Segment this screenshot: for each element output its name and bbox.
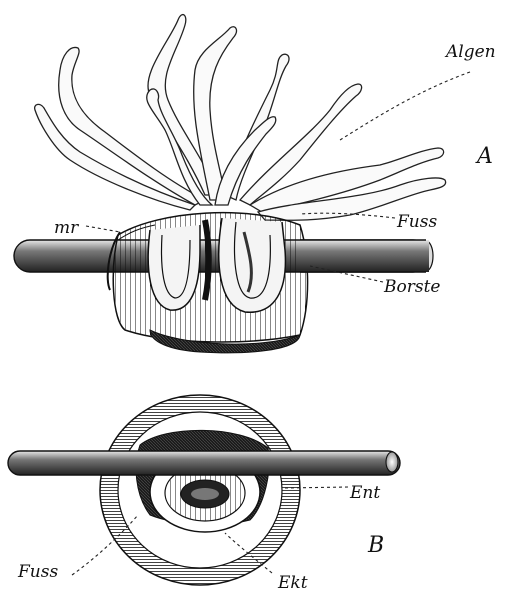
label-fuss-b: Fuss bbox=[17, 562, 58, 582]
label-algen: Algen bbox=[444, 42, 496, 62]
leader-algen bbox=[340, 72, 470, 140]
bristle-rod-b bbox=[8, 451, 400, 475]
bristle-rod-front bbox=[300, 240, 429, 272]
label-panel-a: A bbox=[475, 144, 493, 169]
label-panel-b: B bbox=[367, 533, 384, 558]
label-fuss-a: Fuss bbox=[396, 212, 437, 232]
label-borste: Borste bbox=[383, 277, 440, 297]
label-ekt: Ekt bbox=[277, 573, 308, 593]
label-mr: mr bbox=[54, 218, 79, 238]
tentacles bbox=[35, 15, 446, 221]
panel-a-illustration: Algen A Fuss mr Borste bbox=[14, 15, 496, 353]
panel-b-illustration: Ent B Fuss Ekt bbox=[8, 395, 400, 593]
polyp-body bbox=[108, 213, 308, 353]
leader-mr bbox=[86, 226, 120, 232]
label-ent: Ent bbox=[349, 483, 380, 503]
